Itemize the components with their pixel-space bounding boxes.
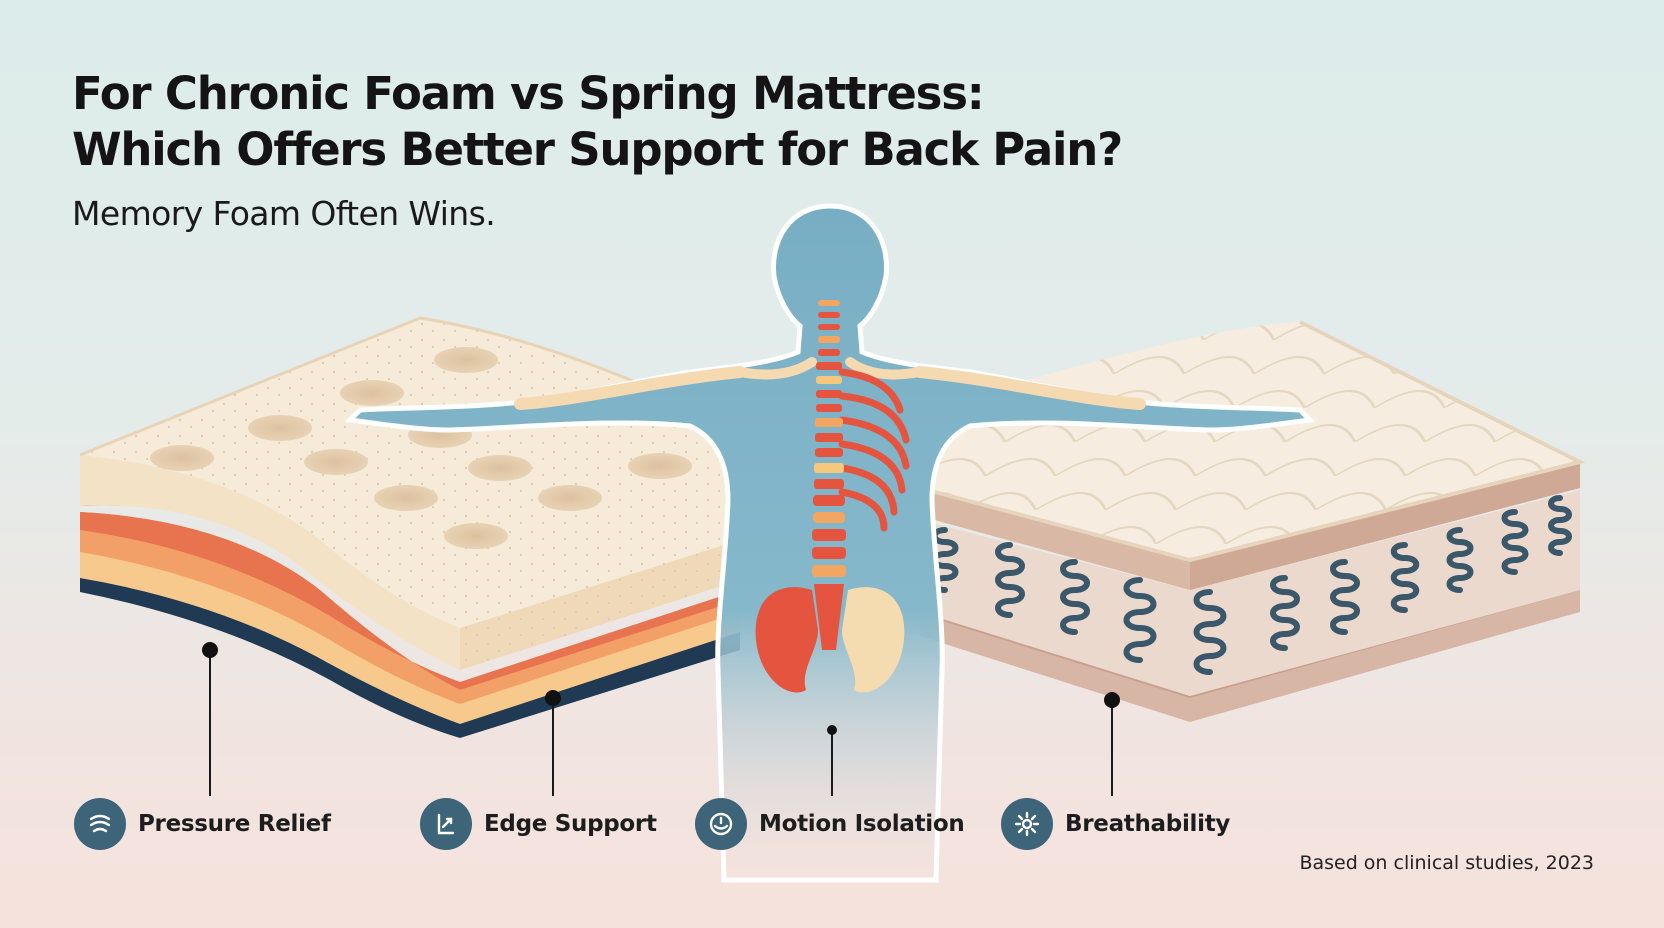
spring-mattress bbox=[919, 320, 1586, 722]
subtitle: Memory Foam Often Wins. bbox=[72, 194, 496, 233]
feature-label: Edge Support bbox=[484, 811, 657, 837]
pressure-relief-icon bbox=[74, 798, 126, 850]
feature-edge-support: Edge Support bbox=[420, 797, 657, 851]
callout-dot-breathability bbox=[1104, 692, 1120, 708]
callout-dot-motion bbox=[827, 725, 837, 735]
feature-motion-isolation: Motion Isolation bbox=[695, 797, 965, 851]
spine bbox=[812, 300, 846, 650]
feature-label: Motion Isolation bbox=[759, 811, 965, 837]
human-figure bbox=[344, 203, 1316, 883]
callout-lines bbox=[209, 650, 1113, 796]
title-line-2: Which Offers Better Support for Back Pai… bbox=[72, 123, 1123, 176]
source-footnote: Based on clinical studies, 2023 bbox=[1299, 852, 1594, 874]
callout-dot-edge bbox=[545, 690, 561, 706]
motion-isolation-icon bbox=[695, 798, 747, 850]
feature-label: Breathability bbox=[1065, 811, 1231, 837]
title-line-1: For Chronic Foam vs Spring Mattress: bbox=[72, 67, 985, 120]
feature-label: Pressure Relief bbox=[138, 811, 331, 837]
spring-coils bbox=[931, 495, 1572, 675]
edge-support-icon bbox=[420, 798, 472, 850]
rib-cage bbox=[838, 368, 910, 532]
feature-pressure-relief: Pressure Relief bbox=[74, 797, 331, 851]
feature-breathability: Breathability bbox=[1001, 797, 1230, 851]
breathability-icon bbox=[1001, 798, 1053, 850]
page-title: For Chronic Foam vs Spring Mattress: Whi… bbox=[72, 66, 1123, 178]
callout-dot-pressure bbox=[202, 642, 218, 658]
